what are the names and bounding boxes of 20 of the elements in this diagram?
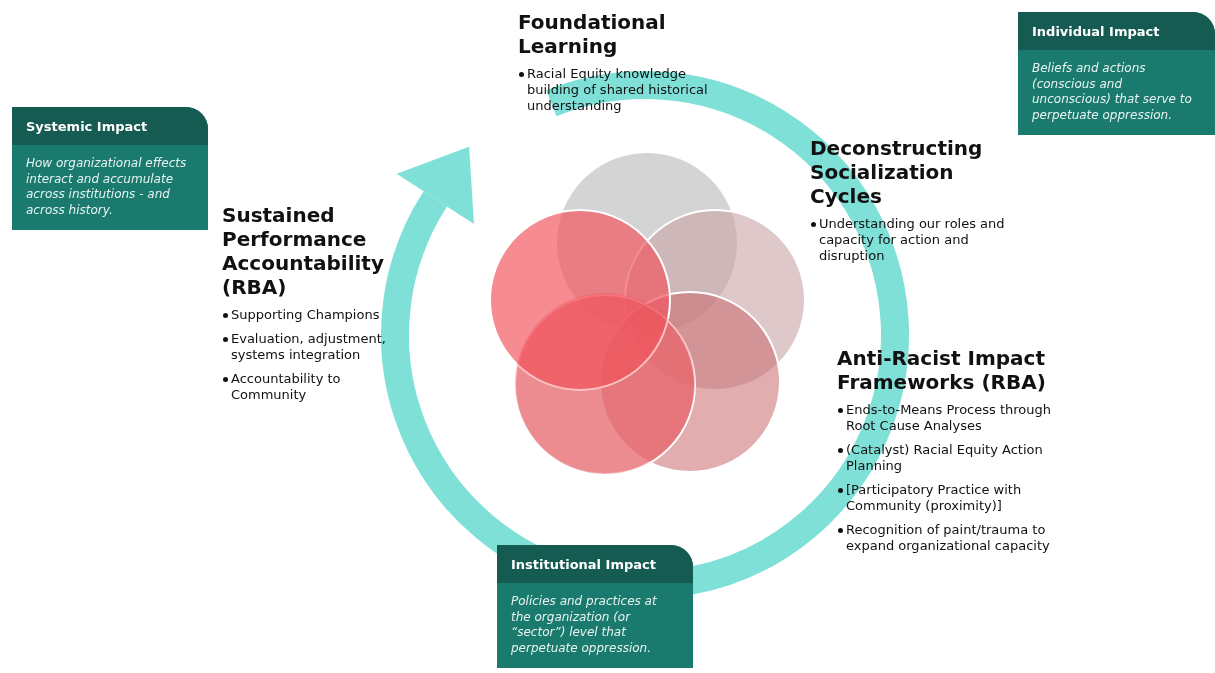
stage-heading: Deconstructing Socialization Cycles (810, 136, 984, 208)
stage-heading: Anti-Racist Impact Frameworks (RBA) (837, 346, 1047, 394)
card-heading: Individual Impact (1018, 12, 1215, 50)
stage-heading: Sustained Performance Accountability (RBA) (222, 203, 385, 299)
bullet-point: Supporting Champions (222, 307, 400, 323)
card-heading: Institutional Impact (497, 545, 693, 583)
impact-card (12, 107, 208, 230)
card-description: Beliefs and actions (conscious and unconscious) that serve to perpetuate oppression. (1031, 60, 1193, 124)
bullet-point: [Participatory Practice with Community (proximity)] (837, 482, 1077, 514)
card-heading: Systemic Impact (12, 107, 208, 145)
bullet-point: (Catalyst) Racial Equity Action Planning (837, 442, 1077, 474)
stage-heading: Foundational Learning (518, 10, 667, 58)
bullet-point: Recognition of paint/trauma to expand organizational capacity (837, 522, 1077, 554)
card-description: Policies and practices at the organization (or “sector”) level that perpetuate oppression. (510, 593, 658, 657)
bullet-point: Accountability to Community (222, 371, 400, 403)
impact-card (497, 545, 693, 668)
card-description: How organizational effects interact and accumulate across institutions - and across history. (25, 155, 188, 219)
bullet-point: Ends-to-Means Process through Root Cause Analyses (837, 402, 1077, 434)
impact-card (1018, 12, 1215, 135)
bullet-point: Evaluation, adjustment, systems integration (222, 331, 400, 363)
